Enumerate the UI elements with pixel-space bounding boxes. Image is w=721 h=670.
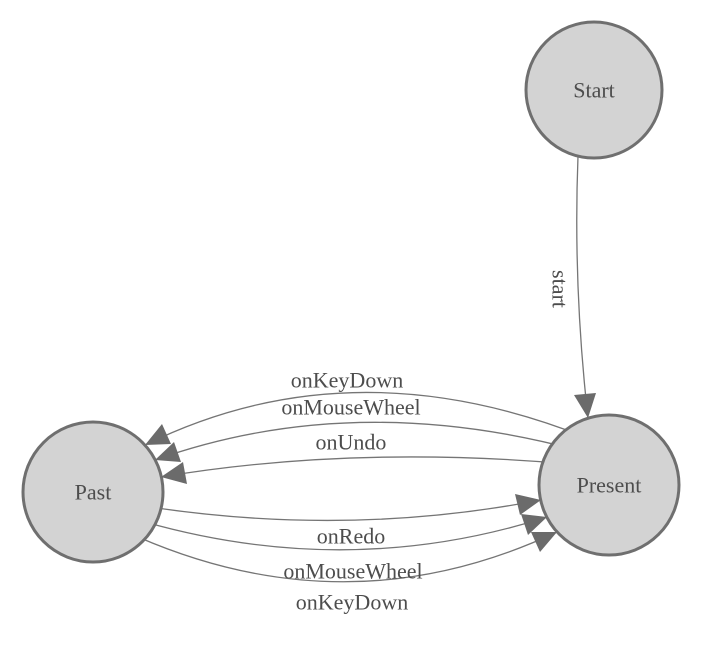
edge-label-onundo: onUndo bbox=[316, 430, 387, 455]
edge-present-to-past-onmousewheel bbox=[154, 421, 578, 461]
node-start-circle[interactable] bbox=[524, 20, 664, 160]
edge-present-to-past-onkeydown bbox=[144, 391, 586, 446]
edge-label-onmousewheel-top: onMouseWheel bbox=[281, 395, 420, 420]
node-group: Start Present Past bbox=[21, 20, 681, 564]
node-past-circle[interactable] bbox=[21, 420, 165, 564]
edge-label-onkeydown-bottom: onKeyDown bbox=[296, 590, 408, 615]
arrowhead-start-to-present bbox=[574, 393, 596, 418]
node-present-label: Present bbox=[577, 473, 642, 498]
edge-start-to-present bbox=[576, 155, 589, 419]
edge-label-group: start onKeyDown onMouseWheel onUndo onRe… bbox=[281, 270, 572, 614]
edge-past-to-present-onmousewheel bbox=[144, 516, 548, 551]
arrowhead-past-to-present-onkeydown bbox=[531, 532, 557, 552]
arrowhead-group bbox=[145, 393, 596, 552]
edge-label-onredo: onRedo bbox=[317, 524, 385, 549]
arrowhead-present-to-past-onkeydown bbox=[145, 424, 171, 445]
arrowhead-present-to-past-onmousewheel bbox=[155, 442, 181, 462]
edge-label-start: start bbox=[548, 270, 573, 308]
node-past-label: Past bbox=[75, 480, 112, 505]
node-present[interactable]: Present bbox=[537, 413, 681, 557]
node-present-circle[interactable] bbox=[537, 413, 681, 557]
node-start-label: Start bbox=[573, 78, 615, 103]
edge-label-onkeydown-top: onKeyDown bbox=[291, 368, 403, 393]
arrowhead-past-to-present-onredo bbox=[515, 494, 541, 515]
arrowhead-present-to-past-onundo bbox=[161, 462, 187, 484]
node-past[interactable]: Past bbox=[21, 420, 165, 564]
arrowhead-past-to-present-onmousewheel bbox=[521, 514, 547, 535]
edge-past-to-present-onkeydown bbox=[137, 531, 558, 583]
edge-past-to-present-onredo bbox=[149, 499, 542, 522]
edge-label-onmousewheel-bottom: onMouseWheel bbox=[283, 559, 422, 584]
edge-present-to-past-onundo bbox=[160, 456, 571, 478]
edge-group bbox=[137, 155, 589, 583]
node-start[interactable]: Start bbox=[524, 20, 664, 160]
